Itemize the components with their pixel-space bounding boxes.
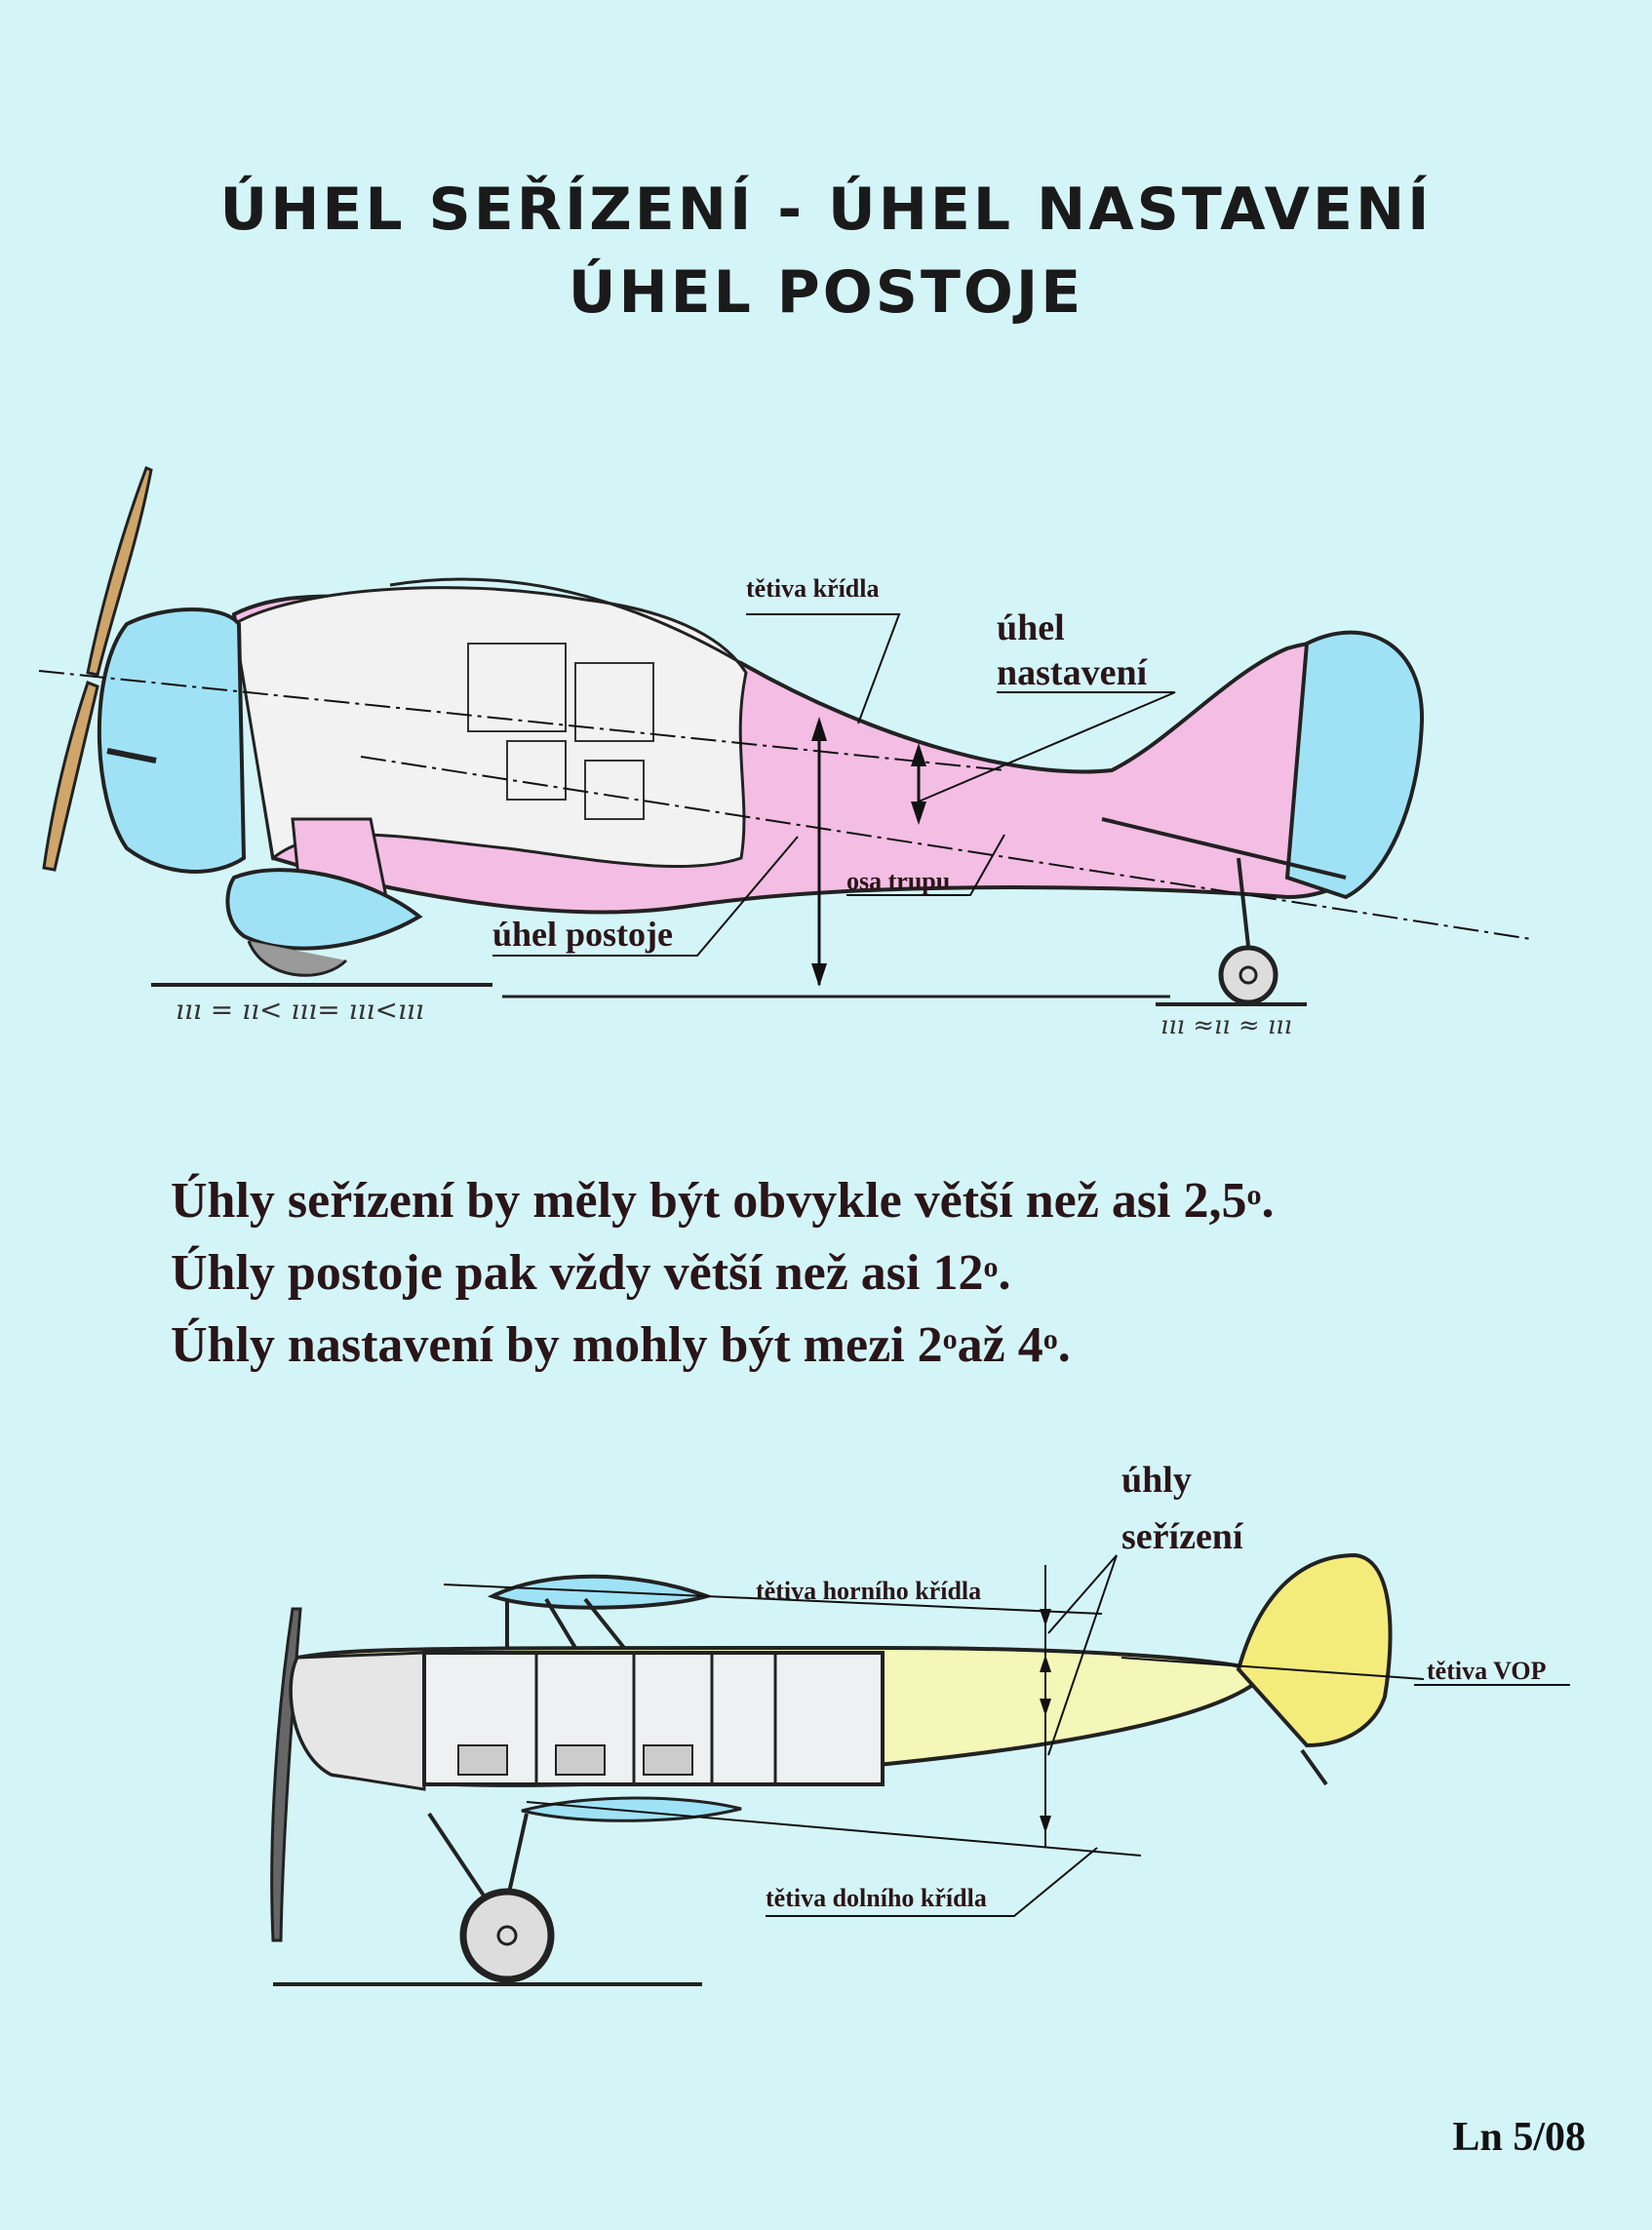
tail-wheel-hub	[1239, 965, 1258, 985]
cabane-strut	[583, 1597, 626, 1650]
label-rigging-angles-2: seřízení	[1121, 1516, 1244, 1557]
grass-hatching: ııı = ıı< ııı= ııı<ııı	[176, 994, 424, 1026]
tail-fin	[1236, 1552, 1393, 1748]
cabane-strut	[544, 1597, 577, 1650]
leader-line	[1047, 1554, 1118, 1756]
wing-chord-line	[38, 670, 1005, 771]
document-code: Ln 5/08	[1452, 2115, 1586, 2160]
label-incidence-angle-2: nastavení	[997, 652, 1149, 693]
tail-fin	[1284, 630, 1425, 900]
canopy	[389, 577, 742, 665]
gear-leg	[505, 1813, 529, 1902]
label-wing-chord: tětiva křídla	[746, 574, 880, 603]
leader-line	[746, 613, 901, 724]
leader-line	[846, 834, 1005, 896]
seat	[555, 1744, 606, 1776]
tail-skid	[1300, 1748, 1328, 1786]
engine-nose	[289, 1651, 426, 1791]
upper-wing-chord-line	[443, 1584, 1103, 1615]
label-fuselage-axis: osa trupu	[846, 867, 950, 895]
tail-wheel	[1218, 945, 1278, 1005]
wheel-pant	[225, 868, 423, 951]
horizontal-stabilizer	[1101, 817, 1347, 880]
rule-line-3: Úhly nastavení by mohly být mezi 2oaž 4o…	[171, 1317, 1071, 1373]
leader-line	[918, 691, 1176, 802]
label-rigging-angles-1: úhly	[1121, 1460, 1192, 1501]
label-ground-angle: úhel postoje	[492, 915, 673, 954]
main-wheel	[247, 940, 348, 977]
label-upper-wing-chord: tětiva horního křídla	[756, 1577, 981, 1605]
engine-cowling	[97, 607, 247, 874]
exhaust	[106, 748, 157, 763]
fuselage-axis-line	[360, 756, 1532, 940]
label-tailplane-chord: tětiva VOP	[1427, 1657, 1547, 1685]
seat	[643, 1744, 693, 1776]
arrow-head	[1040, 1655, 1051, 1672]
arrow-head	[811, 963, 827, 987]
tail-gear-leg	[1237, 857, 1250, 947]
propeller-blade	[86, 466, 153, 677]
window-frame	[574, 662, 654, 742]
main-wheel	[459, 1888, 555, 1983]
label-incidence-angle-1: úhel	[997, 607, 1065, 648]
window-frame	[467, 643, 567, 732]
grass-hatching: ııı ≈ıı ≈ ııı	[1160, 1011, 1292, 1040]
lower-wing-chord-line	[526, 1801, 1142, 1857]
arrow-head	[1040, 1699, 1051, 1716]
page-title-line-2: ÚHEL POSTOJE	[568, 258, 1084, 327]
rule-line-1: Úhly seřízení by měly být obvykle větší …	[171, 1173, 1275, 1229]
label-lower-wing-chord: tětiva dolního křídla	[766, 1884, 987, 1912]
arrow-head	[911, 802, 926, 825]
rules-text: Úhly seřízení by měly být obvykle větší …	[171, 1165, 1275, 1382]
gear-leg	[427, 1812, 490, 1903]
leader-line	[766, 1847, 1098, 1917]
propeller-blade	[42, 681, 99, 872]
seat	[584, 760, 645, 820]
tailplane-chord-line	[1121, 1657, 1425, 1680]
arrow-head	[1040, 1609, 1051, 1626]
leader-line	[492, 836, 799, 957]
arrow-head	[811, 717, 827, 741]
seat	[457, 1744, 508, 1776]
leader-line	[1047, 1554, 1118, 1634]
arrow-head	[911, 743, 926, 766]
arrow-head	[1040, 1816, 1051, 1833]
rule-line-2: Úhly postoje pak vždy větší než asi 12o.	[171, 1245, 1011, 1301]
wheel-hub	[496, 1925, 518, 1946]
page-title-line-1: ÚHEL SEŘÍZENÍ - ÚHEL NASTAVENÍ	[219, 176, 1433, 244]
seat	[506, 740, 567, 801]
